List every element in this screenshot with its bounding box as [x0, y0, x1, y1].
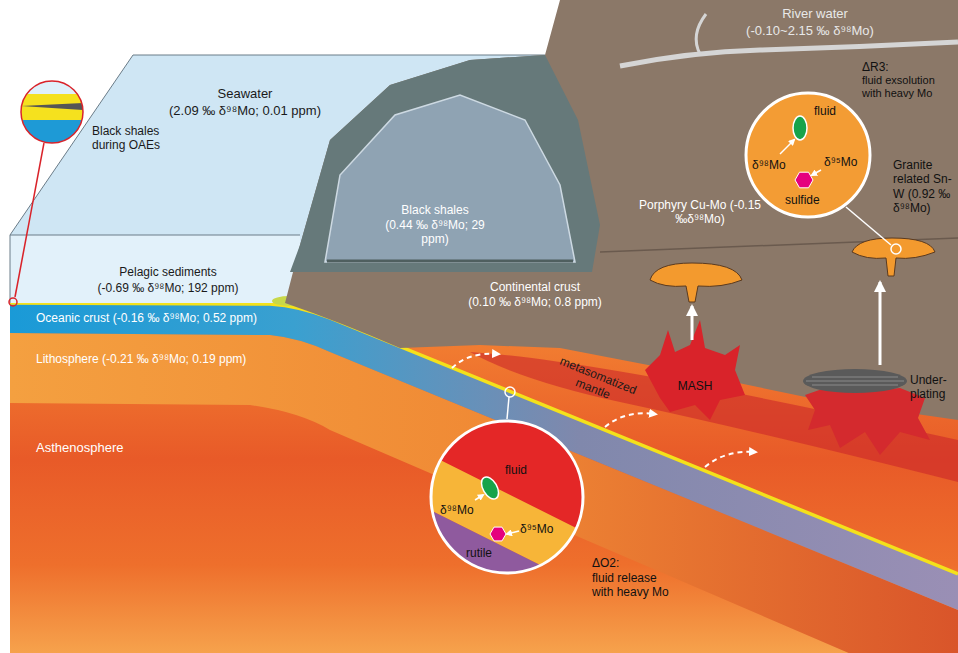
- fluid-inclusion: [793, 116, 807, 140]
- inset-shape: [429, 419, 585, 575]
- node-text: MASH: [667, 379, 723, 393]
- region-label: metasomatized mantle: [546, 351, 645, 413]
- zoom-leader: [507, 397, 509, 419]
- inset-water: [15, 75, 95, 155]
- region-label: Black shales: [385, 203, 485, 217]
- oae-inset: [15, 75, 95, 155]
- granite-intrusion: [852, 238, 935, 276]
- node-text: Under-plating: [910, 373, 954, 402]
- oae-inset-outline: [21, 81, 83, 143]
- river: [620, 42, 958, 66]
- pointer-arrow: [780, 140, 794, 154]
- inset-circle: [431, 421, 583, 573]
- region-label: River water: [760, 6, 870, 22]
- rutile-crystal: [490, 527, 506, 541]
- rutile-band: [429, 510, 585, 620]
- zoom-leader: [846, 207, 891, 245]
- zoom-marker: [891, 244, 901, 254]
- pointer-arrow: [812, 170, 821, 175]
- zoom-inset: fluid δ⁹⁸Mo δ⁹⁵Mo rutile: [429, 419, 585, 575]
- magma-zone: Under-plating: [800, 365, 956, 457]
- deposit-body: Granite related Sn-W (0.92 ‰ δ⁹⁸Mo): [845, 158, 956, 280]
- magma-zone: MASH: [645, 340, 745, 415]
- seawater-front: [10, 235, 300, 303]
- black-shale-basin: [325, 95, 575, 262]
- value-label: (-0.10~2.15 ‰ δ⁹⁸Mo): [730, 23, 890, 39]
- pointer-arrow: [507, 531, 519, 534]
- zoom-inset: fluid δ⁹⁸Mo δ⁹⁵Mo sulfide: [744, 91, 872, 219]
- node-text: sulfide: [785, 193, 829, 207]
- node-text: δ⁹⁵Mo: [824, 155, 868, 169]
- process-label: fluid release with heavy Mo: [592, 571, 677, 600]
- process-label: fluid exsolution with heavy Mo: [862, 74, 954, 100]
- value-label: (-0.69 ‰ δ⁹⁸Mo; 192 ppm): [68, 281, 268, 295]
- fluid-arrow: [452, 354, 498, 368]
- fluid-inclusion: [478, 474, 502, 502]
- magma-ascent-arrow: [691, 306, 694, 340]
- value-label: (0.44 ‰ δ⁹⁸Mo; 29 ppm): [385, 218, 485, 247]
- oae-leader: [15, 143, 44, 297]
- river-branch: [696, 14, 706, 54]
- zoom-marker: [505, 387, 515, 397]
- mash-zone: [645, 320, 745, 420]
- layer-label: Asthenosphere: [36, 440, 186, 456]
- region-label: Seawater: [185, 86, 305, 102]
- porphyry-intrusion: [650, 263, 742, 302]
- oae-marker: [9, 298, 17, 306]
- value-label: (0.10 ‰ δ⁹⁸Mo; 0.8 ppm): [450, 295, 620, 309]
- inset-bands: [429, 419, 585, 619]
- node-text: δ⁹⁸Mo: [752, 158, 796, 172]
- fluid-arrow: [705, 452, 755, 467]
- node-text: δ⁹⁵Mo: [520, 522, 564, 536]
- region-label: Pelagic sediments: [68, 265, 268, 279]
- value-label: (2.09 ‰ δ⁹⁸Mo; 0.01 ppm): [150, 103, 340, 119]
- sulfide-crystal: [795, 172, 813, 188]
- basin-floor: [327, 260, 573, 263]
- layer-label: Oceanic crust (-0.16 ‰ δ⁹⁸Mo; 0.52 ppm): [36, 311, 306, 325]
- layer-label: Lithosphere (-0.21 ‰ δ⁹⁸Mo; 0.19 ppm): [36, 352, 306, 366]
- node-text: fluid: [505, 463, 539, 477]
- node-text: Porphyry Cu-Mo (-0.15 ‰δ⁹⁸Mo): [635, 198, 765, 227]
- process-label: ΔO2:: [592, 556, 652, 570]
- deposit-body: Porphyry Cu-Mo (-0.15 ‰δ⁹⁸Mo): [635, 198, 765, 304]
- pointer-arrow: [475, 495, 483, 500]
- lens-hatching: [806, 377, 904, 385]
- inset-shale: [20, 103, 84, 110]
- magma-ascent-arrow: [879, 282, 882, 365]
- node-text: Granite related Sn-W (0.92 ‰ δ⁹⁸Mo): [893, 158, 955, 216]
- inset-caption: Black shales during OAEs: [92, 124, 174, 153]
- continental-crust: [285, 0, 958, 420]
- underplating-lens: [803, 369, 907, 393]
- continental-slope: [290, 55, 600, 272]
- region-label: Continental crust: [470, 280, 600, 294]
- node-text: fluid: [814, 104, 848, 118]
- node-text: δ⁹⁸Mo: [440, 503, 484, 517]
- inset-crust: [15, 120, 95, 150]
- inset-circle: [746, 93, 870, 217]
- fluid-arrow: [605, 413, 655, 427]
- process-label: ΔR3:: [862, 60, 952, 74]
- node-text: rutile: [466, 546, 502, 560]
